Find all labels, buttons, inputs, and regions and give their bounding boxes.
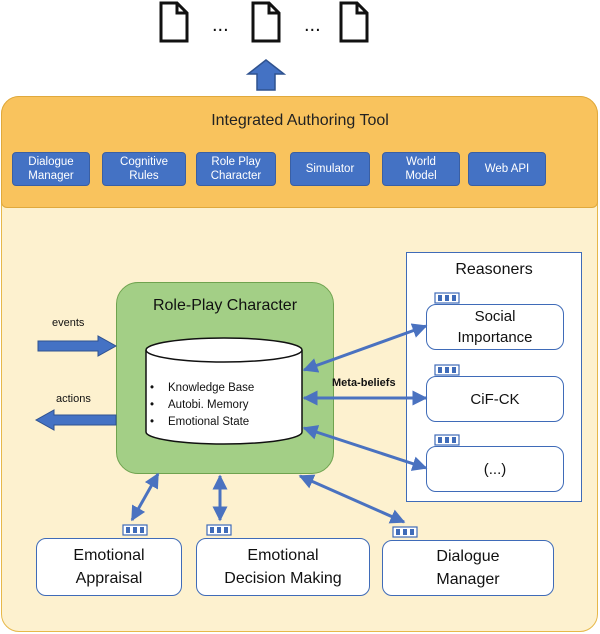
document-icon (159, 1, 189, 43)
character-memory-list: Knowledge Base Autobi. Memory Emotional … (150, 380, 320, 431)
module-simulator[interactable]: Simulator (290, 152, 370, 186)
arrow-to-more-reasoners (302, 425, 428, 471)
interface-rail-icon (392, 526, 418, 538)
document-icon (251, 1, 281, 43)
interface-rail-icon (434, 434, 460, 446)
list-item: Emotional State (150, 414, 320, 431)
events-label: events (52, 317, 85, 329)
interface-rail-icon (206, 524, 232, 536)
interface-rail-icon (434, 292, 460, 304)
interface-rail-icon (434, 364, 460, 376)
output-documents: ... ... (150, 0, 390, 48)
arrow-to-social-importance (302, 323, 428, 373)
list-item: Autobi. Memory (150, 397, 320, 414)
interface-rail-icon (122, 524, 148, 536)
reasoners-title: Reasoners (455, 261, 533, 278)
meta-beliefs-label: Meta-beliefs (332, 377, 396, 389)
ellipsis-2: ... (304, 14, 321, 36)
module-web-api[interactable]: Web API (468, 152, 546, 186)
actions-arrow-icon (34, 409, 117, 431)
document-icon (339, 1, 369, 43)
events-arrow-icon (37, 335, 118, 357)
role-play-character-title: Role-Play Character (152, 297, 298, 314)
list-item: Knowledge Base (150, 380, 320, 397)
ellipsis-1: ... (212, 14, 229, 36)
export-up-arrow-icon (245, 59, 287, 91)
arrow-dialogue-manager (298, 474, 406, 524)
actions-label: actions (56, 393, 91, 405)
reasoner-cif-ck[interactable]: CiF-CK (426, 376, 564, 422)
arrow-appraisal (130, 472, 160, 522)
iat-title: Integrated Authoring Tool (211, 112, 389, 129)
